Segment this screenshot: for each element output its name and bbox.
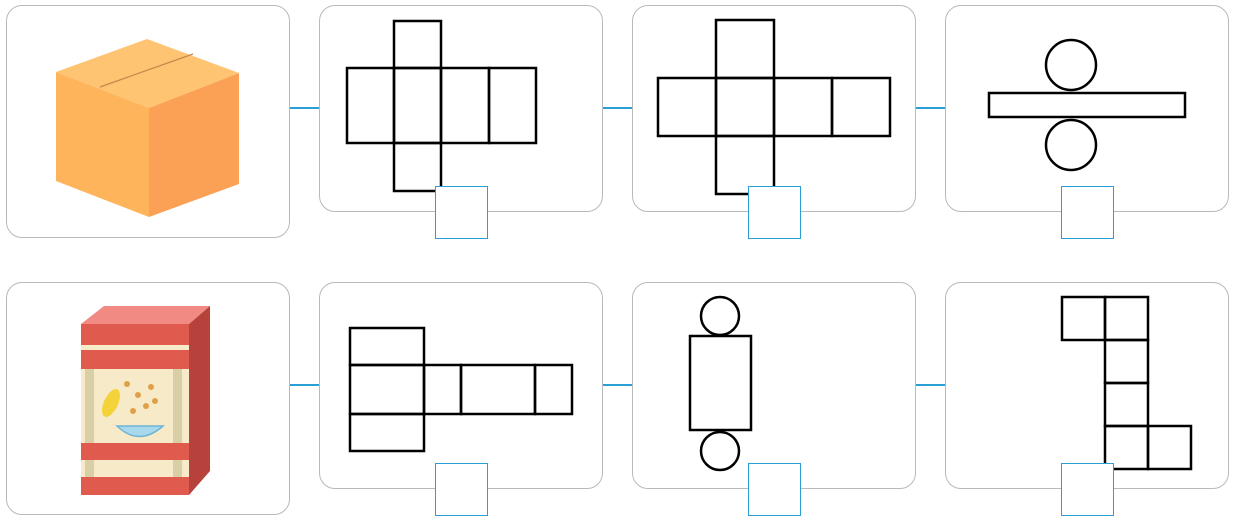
- cereal-side-face: [189, 306, 210, 495]
- object-card-box: [6, 5, 290, 238]
- cereal-box-image: [81, 306, 210, 495]
- cereal-band-bottom: [81, 477, 189, 495]
- connector-line: [290, 384, 320, 386]
- object-card-cereal: [6, 282, 290, 515]
- answer-box[interactable]: [1061, 186, 1114, 239]
- cereal-band-lower: [81, 443, 189, 460]
- connector-line: [916, 384, 946, 386]
- connector-line: [290, 107, 320, 109]
- cereal-banana: [102, 389, 120, 417]
- answer-box[interactable]: [435, 186, 488, 239]
- cardboard-box-image: [56, 39, 239, 217]
- connector-line: [603, 107, 633, 109]
- answer-box[interactable]: [748, 463, 801, 516]
- connector-line: [916, 107, 946, 109]
- net-card: [632, 282, 916, 489]
- connector-line: [603, 384, 633, 386]
- net-card: [319, 5, 603, 212]
- cereal-top-face: [81, 306, 210, 324]
- answer-box[interactable]: [748, 186, 801, 239]
- net-card: [945, 5, 1229, 212]
- box-top-face: [56, 39, 239, 108]
- answer-box[interactable]: [1061, 463, 1114, 516]
- answer-box[interactable]: [435, 463, 488, 516]
- cereal-band-upper: [81, 350, 189, 369]
- box-left-face: [56, 72, 149, 217]
- box-right-face: [149, 73, 239, 217]
- cereal-band-top: [81, 324, 189, 345]
- box-seam: [99, 53, 194, 88]
- cereal-bowl: [115, 425, 165, 438]
